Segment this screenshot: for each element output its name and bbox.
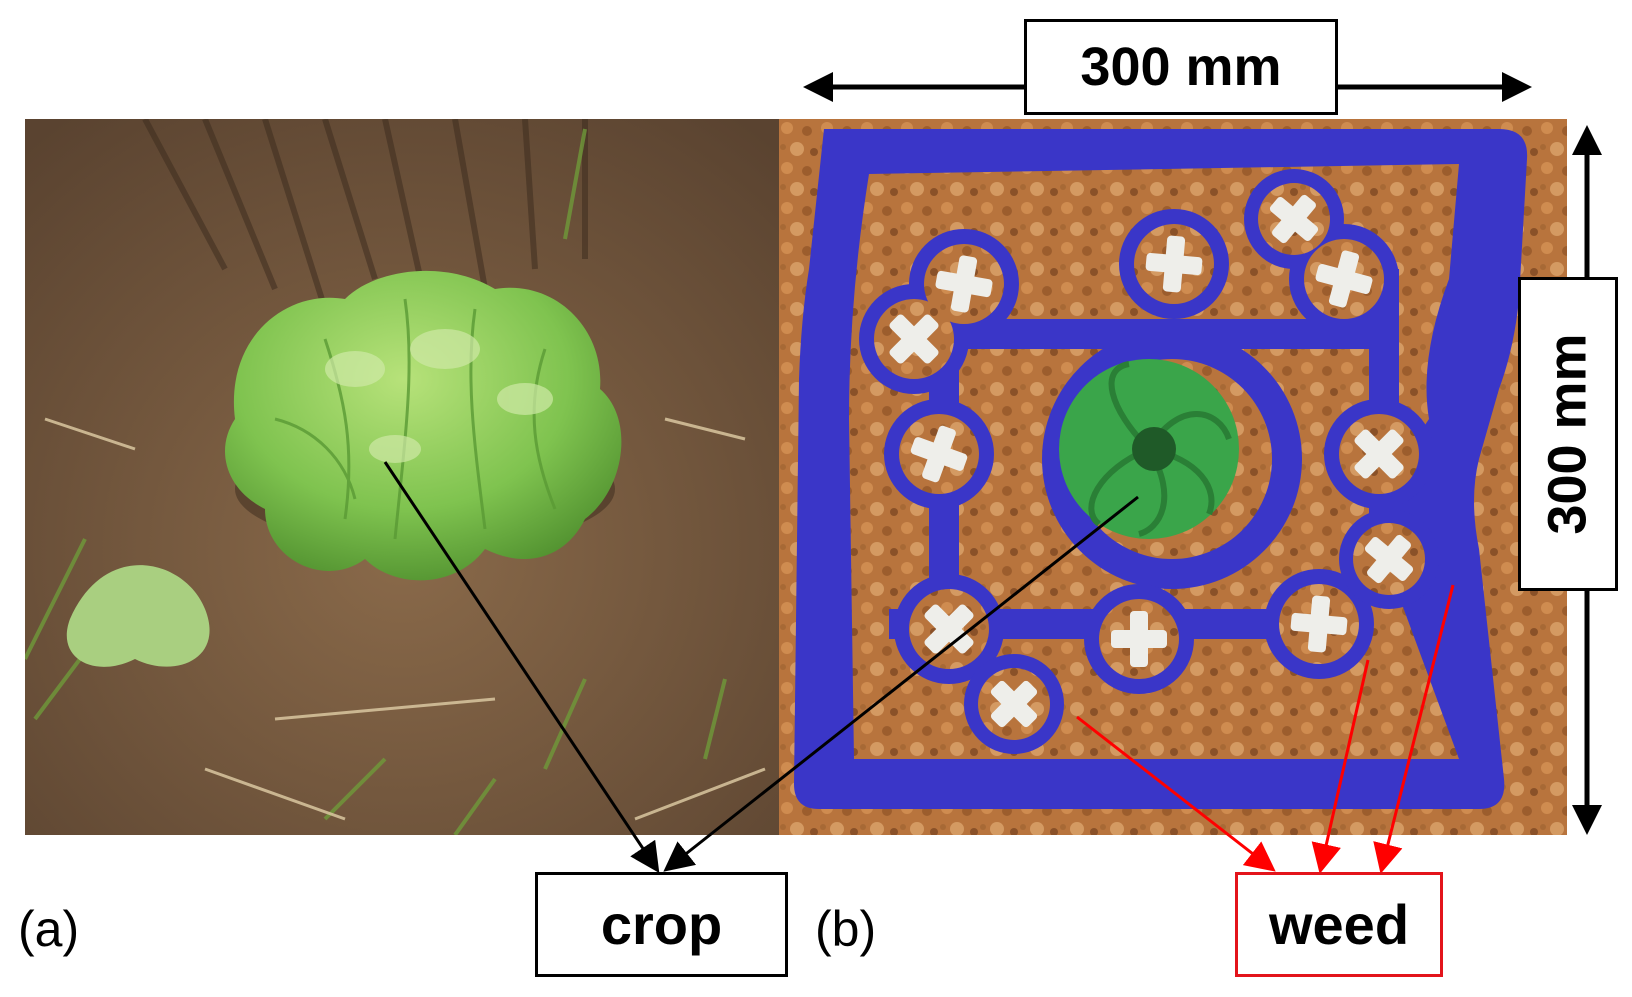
- height-dimension-text: 300 mm: [1538, 333, 1599, 535]
- lettuce-crop: [225, 270, 622, 581]
- crop-arrows: [383, 461, 1139, 873]
- weed-markers: [889, 194, 1414, 728]
- field-photo-panel-a: [25, 119, 779, 835]
- panel-letter-a: (a): [18, 901, 80, 957]
- crop-label: crop: [535, 872, 788, 977]
- crop-marker: [1059, 359, 1239, 539]
- height-dimension-label: 300 mm: [1518, 277, 1618, 591]
- weed-label: weed: [1235, 872, 1443, 977]
- weed-arrows: [1076, 584, 1455, 874]
- frame-photo-panel-b: [779, 119, 1567, 835]
- width-dimension-label: 300 mm: [1024, 19, 1338, 115]
- shadow-streaks: [142, 119, 588, 310]
- panel-letter-b: (b): [815, 901, 877, 957]
- dry-straw: [44, 417, 766, 821]
- small-leaf: [66, 565, 210, 667]
